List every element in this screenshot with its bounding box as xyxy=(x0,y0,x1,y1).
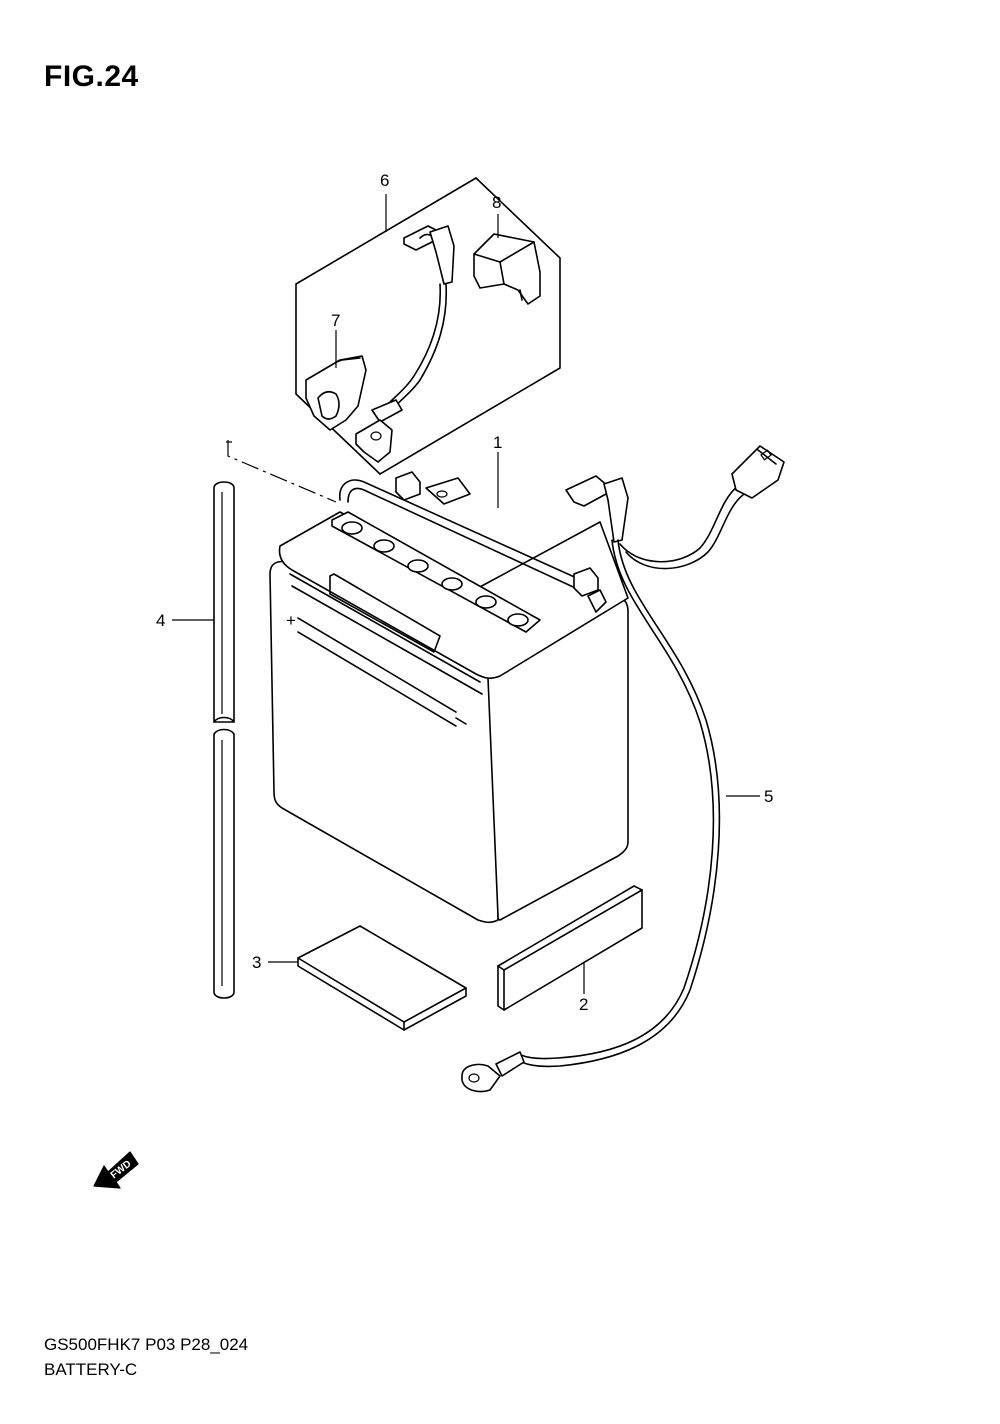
vent-hose xyxy=(213,481,235,999)
battery-terminal-right xyxy=(573,567,607,613)
plus-lead-cable xyxy=(355,225,455,463)
minus-lead-cable xyxy=(461,445,785,1093)
callout-3: 3 xyxy=(252,953,261,972)
figure-name: BATTERY-C xyxy=(44,1360,138,1379)
callout-7: 7 xyxy=(331,311,340,330)
callout-6: 6 xyxy=(380,171,389,190)
battery xyxy=(269,471,629,924)
figure-title: FIG.24 xyxy=(44,60,139,93)
cell-caps xyxy=(341,521,529,627)
fwd-arrow-icon: FWD xyxy=(93,1151,139,1189)
callout-1: 1 xyxy=(493,433,502,452)
callout-8: 8 xyxy=(492,193,501,212)
pad-rear xyxy=(497,885,643,1011)
kit-outline xyxy=(295,177,561,475)
callout-4: 4 xyxy=(156,611,165,630)
terminal-cover-8 xyxy=(473,233,541,305)
callout-2: 2 xyxy=(579,995,588,1014)
pad-bottom xyxy=(297,925,467,1031)
battery-plus-marking: + xyxy=(286,611,296,630)
callout-leaders xyxy=(172,194,760,994)
terminal-cover-7 xyxy=(305,355,367,431)
figure-code: GS500FHK7 P03 P28_024 xyxy=(44,1335,249,1354)
battery-terminal-left xyxy=(395,471,471,505)
callout-5: 5 xyxy=(764,787,773,806)
